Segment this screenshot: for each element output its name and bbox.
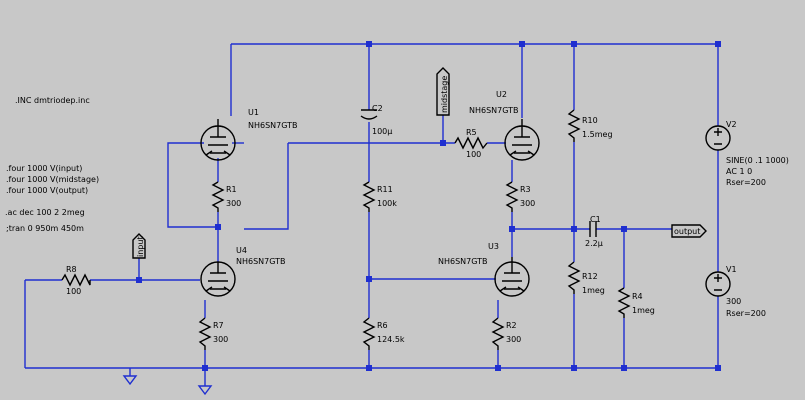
directive-four-output[interactable]: .four 1000 V(output) <box>6 186 88 195</box>
resistor-r10[interactable] <box>567 109 581 142</box>
capacitor-c1-ref: C1 <box>590 215 601 224</box>
resistor-r3[interactable] <box>505 181 519 212</box>
resistor-r1-ref: R1 <box>226 185 237 194</box>
voltage-source-v1-ref: V1 <box>726 265 737 274</box>
tube-u2[interactable] <box>504 119 540 161</box>
resistor-r6[interactable] <box>362 317 376 350</box>
directive-ac[interactable]: .ac dec 100 2 2meg <box>5 208 85 217</box>
capacitor-c1[interactable] <box>589 221 597 237</box>
resistor-r6-ref: R6 <box>377 321 388 330</box>
voltage-source-v1-rser: Rser=200 <box>726 309 766 318</box>
resistor-r7-ref: R7 <box>213 321 224 330</box>
voltage-source-v2-value: SINE(0 .1 1000) <box>726 156 789 165</box>
tube-u3-model: NH6SN7GTB <box>438 257 488 266</box>
resistor-r2[interactable] <box>491 317 505 350</box>
resistor-r4-ref: R4 <box>632 292 643 301</box>
tube-u1-ref: U1 <box>248 108 259 117</box>
resistor-r3-ref: R3 <box>520 185 531 194</box>
net-flag-input: input <box>132 233 146 259</box>
voltage-source-v1[interactable] <box>705 271 731 297</box>
tube-u1-model: NH6SN7GTB <box>248 121 298 130</box>
resistor-r8-ref: R8 <box>66 265 77 274</box>
capacitor-c2-value: 100µ <box>372 127 392 136</box>
resistor-r12-ref: R12 <box>582 272 598 281</box>
net-label-input: input <box>136 236 145 257</box>
resistor-r7[interactable] <box>198 317 212 350</box>
ground-symbol <box>197 368 213 396</box>
voltage-source-v2-ac: AC 1 0 <box>726 167 752 176</box>
resistor-r12-value: 1meg <box>582 286 605 295</box>
voltage-source-v2-rser: Rser=200 <box>726 178 766 187</box>
tube-u4-model: NH6SN7GTB <box>236 257 286 266</box>
resistor-r8-value: 100 <box>66 287 81 296</box>
tube-u4-ref: U4 <box>236 246 247 255</box>
resistor-r7-value: 300 <box>213 335 228 344</box>
capacitor-c1-value: 2.2µ <box>585 239 603 248</box>
voltage-source-v1-value: 300 <box>726 297 741 306</box>
resistor-r12[interactable] <box>567 261 581 294</box>
directive-include[interactable]: .INC dmtriodep.inc <box>15 96 90 105</box>
capacitor-c2[interactable] <box>360 109 378 120</box>
tube-u3[interactable] <box>494 257 530 297</box>
resistor-r8[interactable] <box>61 273 91 287</box>
directive-four-input[interactable]: .four 1000 V(input) <box>6 164 82 173</box>
directive-four-midstage[interactable]: .four 1000 V(midstage) <box>6 175 99 184</box>
resistor-r10-ref: R10 <box>582 116 598 125</box>
resistor-r2-value: 300 <box>506 335 521 344</box>
resistor-r5-ref: R5 <box>466 128 477 137</box>
resistor-r6-value: 124.5k <box>377 335 405 344</box>
tube-u2-ref: U2 <box>496 90 507 99</box>
resistor-r2-ref: R2 <box>506 321 517 330</box>
directive-tran[interactable]: ;tran 0 950m 450m <box>6 224 84 233</box>
resistor-r5-value: 100 <box>466 150 481 159</box>
resistor-r3-value: 300 <box>520 199 535 208</box>
net-flag-output: output <box>671 224 707 238</box>
net-flag-midstage: midstage <box>436 67 450 116</box>
resistor-r10-value: 1.5meg <box>582 130 613 139</box>
resistor-r11-value: 100k <box>377 199 397 208</box>
tube-u3-ref: U3 <box>488 242 499 251</box>
resistor-r5[interactable] <box>454 136 488 150</box>
voltage-source-v2-ref: V2 <box>726 120 737 129</box>
voltage-source-v2[interactable] <box>705 125 731 151</box>
resistor-r1[interactable] <box>211 181 225 212</box>
resistor-r1-value: 300 <box>226 199 241 208</box>
net-label-output: output <box>674 227 700 236</box>
resistor-r11[interactable] <box>362 181 376 212</box>
junction-dots <box>136 41 721 371</box>
resistor-r11-ref: R11 <box>377 185 393 194</box>
tube-u1[interactable] <box>200 119 236 161</box>
capacitor-c2-ref: C2 <box>372 104 383 113</box>
resistor-r4-value: 1meg <box>632 306 655 315</box>
ground-symbol <box>122 368 138 386</box>
resistor-r4[interactable] <box>617 287 631 318</box>
net-label-midstage: midstage <box>440 76 449 113</box>
wires <box>24 43 719 369</box>
tube-u2-model: NH6SN7GTB <box>469 106 519 115</box>
tube-u4[interactable] <box>200 261 236 297</box>
